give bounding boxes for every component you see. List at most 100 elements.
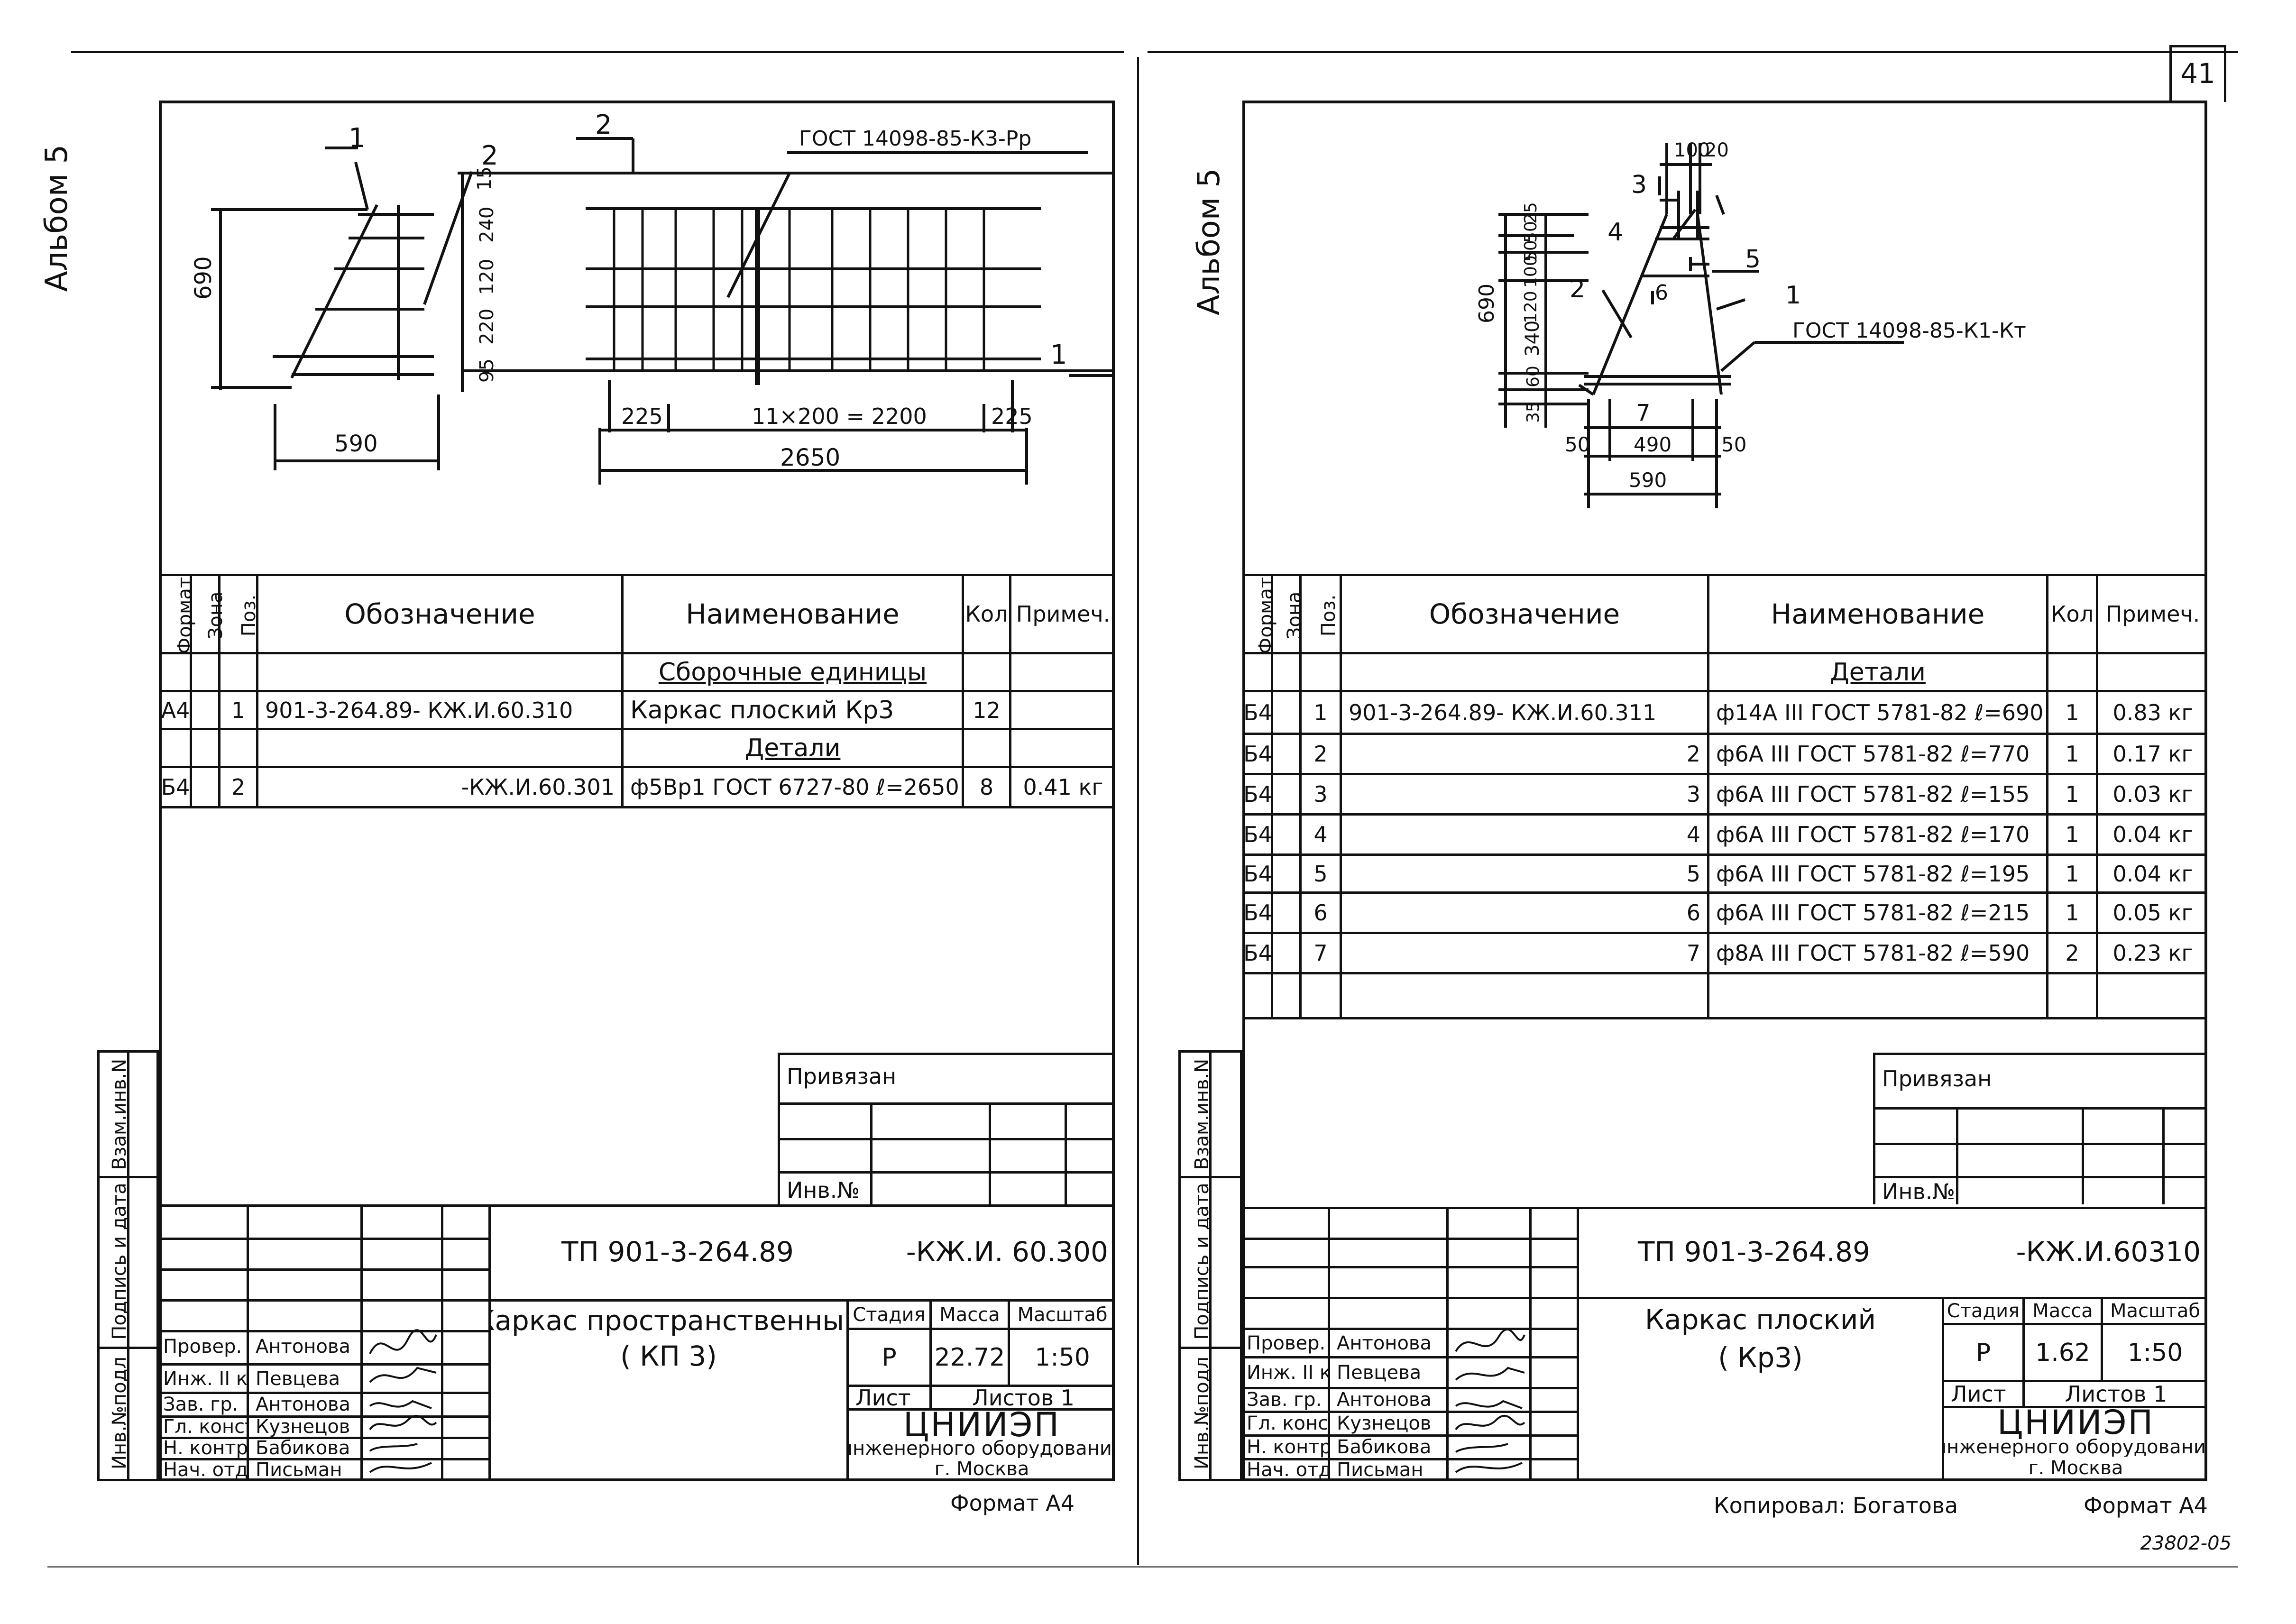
right-pos2-label: 2 (1570, 275, 1585, 303)
left-gost-label: ГОСТ 14098-85-К3-Рр (799, 127, 1031, 151)
right-dim-top2: 20 (1705, 139, 1729, 161)
left-frame (159, 101, 1115, 1481)
right-sheets-label: Листов 1 (2065, 1382, 2167, 1406)
right-vzam-inv: Взам.инв.N (1191, 1058, 1213, 1170)
left-title-name1: Каркас пространственный (491, 1304, 846, 1337)
right-col-note: Примеч. (2105, 601, 2200, 627)
right-stage-value: Р (1975, 1338, 1991, 1367)
right-pos4-label: 4 (1607, 218, 1623, 247)
right-format-label: Формат А4 (2084, 1493, 2208, 1518)
left-title-name2: ( КП 3) (620, 1340, 717, 1372)
left-dim-225a: 225 (621, 404, 663, 429)
right-pos3-label: 3 (1631, 171, 1647, 199)
right-title-name2: ( Кр3) (1718, 1341, 1803, 1374)
left-doc-code: ТП 901-3-264.89 (561, 1236, 794, 1268)
bottom-rule (47, 1566, 2238, 1568)
left-dim-v0: 15 (474, 166, 496, 191)
left-mass-header: Масса (939, 1303, 1000, 1326)
left-col-name: Наименование (686, 598, 900, 630)
right-section-details: Детали (1830, 658, 1926, 687)
right-drawing: 100 20 3 4 2 6 5 1 7 ГОСТ 14098-85-К1-Кт… (1475, 139, 2026, 508)
right-col-name: Наименование (1771, 598, 1985, 630)
left-format-label: Формат А4 (950, 1490, 1075, 1516)
right-dim-b2: 490 (1634, 433, 1671, 456)
right-inv-podl: Инв.№подл (1191, 1357, 1213, 1469)
right-mass-header: Масса (2032, 1300, 2093, 1322)
left-pos2b-label: 2 (595, 110, 612, 140)
right-doc-code: ТП 901-3-264.89 (1638, 1236, 1870, 1268)
left-col-qty: Кол (965, 601, 1008, 627)
left-dim-mid: 11×200 = 2200 (752, 404, 927, 429)
right-dim-total: 590 (1629, 468, 1667, 492)
right-dim-v5: 340 (1522, 321, 1543, 357)
right-gost-label: ГОСТ 14098-85-К1-Кт (1792, 319, 2026, 343)
left-stage-value: Р (882, 1343, 897, 1372)
left-vzam-inv: Взам.инв.N (109, 1058, 130, 1170)
right-pos5-label: 5 (1745, 245, 1761, 274)
left-org-city: г. Москва (934, 1458, 1029, 1479)
album-label-right: Альбом 5 (1192, 168, 1227, 316)
left-binding-inv: Инв.№ (787, 1177, 860, 1203)
right-dim-v4: 120 (1521, 291, 1541, 323)
left-org-name: ЦНИИЭП (903, 1408, 1061, 1441)
left-dim-v2: 120 (476, 259, 498, 295)
right-org-city: г. Москва (2028, 1457, 2123, 1479)
album-label-left: Альбом 5 (39, 144, 74, 292)
right-dim-top1: 100 (1674, 139, 1710, 161)
left-col-zone: Зона (205, 591, 227, 640)
right-binding-title: Привязан (1882, 1066, 1992, 1092)
left-col-note: Примеч. (1016, 601, 1111, 627)
right-binding-inv: Инв.№ (1882, 1178, 1956, 1204)
right-title-name1: Каркас плоский (1644, 1303, 1876, 1336)
top-rule-left (71, 51, 1124, 53)
left-col-designation: Обозначение (344, 598, 535, 630)
left-scale-value: 1:50 (1035, 1343, 1090, 1372)
right-signatures (1455, 1328, 1525, 1473)
right-pos6-label: 6 (1655, 281, 1668, 305)
right-dim-v3: 100 (1521, 255, 1541, 288)
left-org-sub: инженерного оборудования (849, 1439, 1115, 1458)
right-dim-v1: 50 (1521, 221, 1541, 243)
left-inv-podl: Инв.№подл (109, 1357, 130, 1469)
right-col-zone: Зона (1284, 591, 1305, 640)
left-pos2-label: 2 (481, 140, 498, 171)
left-section-details: Детали (744, 734, 841, 762)
right-dim-v0: 25 (1521, 202, 1541, 224)
left-sheets-label: Листов 1 (972, 1387, 1075, 1408)
left-scale-header: Масштаб (1017, 1303, 1108, 1326)
right-org-sub: инженерного оборудования (1944, 1438, 2207, 1457)
right-copied-by: Копировал: Богатова (1714, 1493, 1958, 1518)
left-dim-total: 2650 (780, 444, 840, 471)
left-pos1b-label: 1 (1050, 339, 1067, 370)
left-pos1-label: 1 (349, 123, 366, 154)
left-dim-v4: 95 (476, 358, 498, 383)
sheet-divider (1137, 57, 1139, 1565)
right-sheet-label: Лист (1951, 1382, 2006, 1406)
left-col-format: Формат (174, 577, 196, 654)
left-dim-width: 590 (334, 431, 378, 457)
right-dim-b1: 50 (1565, 433, 1590, 456)
left-mass-value: 22.72 (934, 1343, 1005, 1372)
left-dim-height: 690 (190, 256, 217, 300)
sheet-number: 41 (2180, 57, 2215, 90)
right-mass-value: 1.62 (2035, 1338, 2090, 1367)
right-pos1-label: 1 (1785, 281, 1801, 310)
right-col-designation: Обозначение (1429, 598, 1620, 630)
left-doc-number: -КЖ.И. 60.300 (906, 1236, 1108, 1268)
right-dim-height: 690 (1475, 284, 1499, 323)
right-dim-v7: 35 (1524, 401, 1543, 423)
right-doc-number: -КЖ.И.60310 (2016, 1236, 2201, 1268)
left-dim-v3: 220 (476, 309, 498, 345)
order-number: 23802-05 (2140, 1532, 2232, 1554)
right-dim-v2: 50 (1521, 240, 1541, 262)
right-pos7-label: 7 (1636, 400, 1651, 426)
right-org-name: ЦНИИЭП (1997, 1406, 2155, 1439)
left-sheet-label: Лист (855, 1387, 911, 1408)
left-dim-225b: 225 (991, 404, 1033, 429)
right-scale-value: 1:50 (2127, 1338, 2183, 1367)
right-col-qty: Кол (2050, 601, 2094, 627)
top-rule-right (1148, 51, 2238, 53)
right-stage-header: Стадия (1947, 1300, 2020, 1322)
right-dim-v6: 60 (1524, 366, 1543, 387)
left-signatures (369, 1329, 437, 1473)
